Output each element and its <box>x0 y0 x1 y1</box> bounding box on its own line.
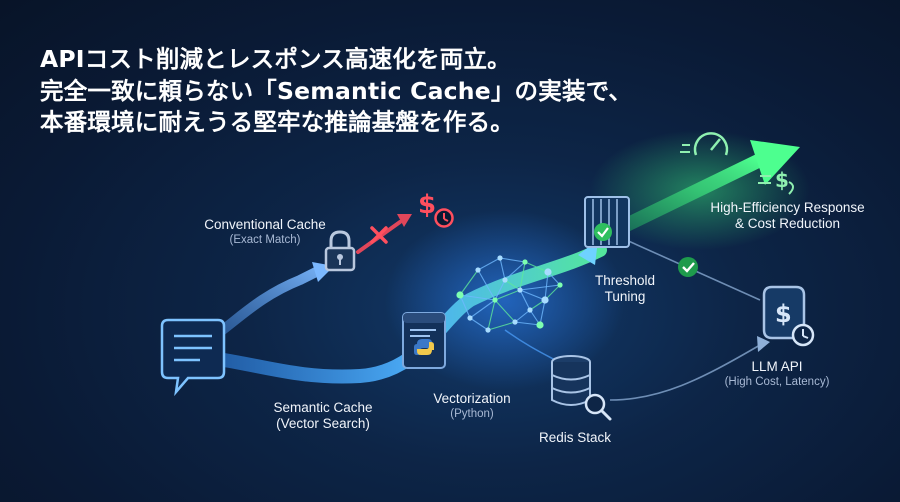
redis-stack-label: Redis Stack <box>520 430 630 446</box>
network-link <box>477 269 496 301</box>
llm-api-label: LLM API (High Cost, Latency) <box>712 359 842 390</box>
network-node <box>467 315 473 321</box>
network-link <box>469 317 489 331</box>
vectorization-sub: (Python) <box>450 408 494 420</box>
svg-text:$: $ <box>775 300 792 328</box>
svg-text:$: $ <box>775 168 789 192</box>
network-link <box>487 321 516 331</box>
gate-check-icon <box>584 196 630 248</box>
headline-line-2: 完全一致に頼らない「Semantic Cache」の実装で、 <box>40 76 633 105</box>
network-node <box>485 327 491 333</box>
network-link <box>519 289 546 301</box>
vectorization-label: Vectorization (Python) <box>412 391 532 422</box>
network-link <box>494 289 521 301</box>
high-efficiency-title-2: & Cost Reduction <box>734 216 841 231</box>
network-node <box>557 282 563 288</box>
network-node <box>536 321 544 329</box>
network-link <box>459 269 479 296</box>
network-link <box>519 284 561 291</box>
network-node <box>497 255 503 261</box>
network-link <box>519 289 531 311</box>
llm-api-sub: (High Cost, Latency) <box>724 376 830 388</box>
network-node <box>512 319 518 325</box>
headline: APIコスト削減とレスポンス高速化を両立。 完全一致に頼らない「Semantic… <box>40 44 632 139</box>
network-node <box>502 277 508 283</box>
network-node <box>517 287 523 293</box>
dollar-doc-clock-icon: $ <box>762 285 815 347</box>
database-search-icon <box>551 355 612 421</box>
network-link <box>539 299 546 326</box>
semantic-cache-label: Semantic Cache (Vector Search) <box>258 400 388 432</box>
network-node <box>456 291 464 299</box>
network-link <box>459 294 496 301</box>
neural-network-icon <box>456 255 563 333</box>
chat-bubble-icon <box>160 318 226 397</box>
svg-text:$: $ <box>418 190 436 220</box>
network-link <box>524 261 549 273</box>
x-mark-icon <box>370 226 388 244</box>
network-node <box>527 307 533 313</box>
network-node <box>541 296 549 304</box>
network-link <box>504 279 521 291</box>
network-link <box>514 321 541 326</box>
network-link <box>477 257 501 271</box>
high-efficiency-label: High-Efficiency Response & Cost Reductio… <box>695 200 880 232</box>
efficiency-arrow-head <box>750 140 800 185</box>
network-link <box>504 261 526 281</box>
redis-stack-title: Redis Stack <box>538 430 612 445</box>
conventional-cache-label: Conventional Cache (Exact Match) <box>190 217 340 248</box>
efficiency-arrow <box>605 153 767 239</box>
network-link <box>487 299 496 331</box>
network-link <box>514 309 531 323</box>
network-link <box>494 299 516 323</box>
threshold-tuning-title-1: Threshold <box>594 273 656 288</box>
network-link <box>499 257 526 263</box>
conventional-cache-sub: (Exact Match) <box>229 234 301 246</box>
network-link <box>494 279 506 301</box>
network-node <box>475 267 481 273</box>
network-link <box>544 271 549 301</box>
checkmark-icon <box>678 257 698 277</box>
headline-line-1: APIコスト削減とレスポンス高速化を両立。 <box>40 45 511 73</box>
speedometer-icon <box>680 132 729 156</box>
network-node <box>492 297 498 303</box>
network-link <box>519 261 526 291</box>
llm-api-title: LLM API <box>751 359 803 374</box>
high-efficiency-title-1: High-Efficiency Response <box>710 200 865 215</box>
redis-to-llm-head <box>757 336 770 352</box>
dollar-arrow-icon: $ <box>758 168 794 195</box>
conventional-cache-title: Conventional Cache <box>204 217 326 232</box>
dollar-clock-icon: $ <box>418 190 454 228</box>
threshold-tuning-title-2: Tuning <box>604 289 646 304</box>
vectorization-title: Vectorization <box>433 391 511 406</box>
semantic-cache-title-1: Semantic Cache <box>273 400 373 415</box>
lock-icon <box>324 230 356 272</box>
rejected-path-head <box>397 214 412 227</box>
python-window-icon <box>402 312 446 369</box>
threshold-tuning-label: Threshold Tuning <box>575 273 675 305</box>
redis-to-llm-line <box>609 344 761 401</box>
network-node <box>522 259 528 265</box>
network-link <box>469 299 496 319</box>
network-link <box>499 257 506 281</box>
network-node <box>544 268 552 276</box>
headline-line-3: 本番環境に耐えうる堅牢な推論基盤を作る。 <box>40 108 514 136</box>
semantic-cache-title-2: (Vector Search) <box>276 416 370 431</box>
network-link <box>459 294 471 319</box>
